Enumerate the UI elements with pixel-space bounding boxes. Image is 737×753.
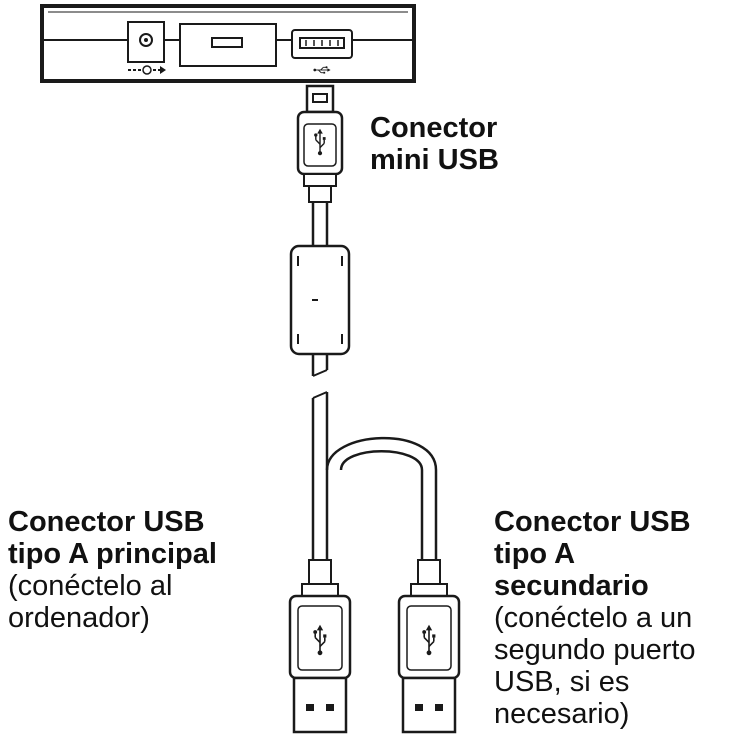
primary-usb-a-label-line2: tipo A principal xyxy=(8,538,217,570)
secondary-usb-a-label: Conector USB tipo A secundario (conéctel… xyxy=(494,506,696,730)
secondary-usb-a-label-line1: Conector USB xyxy=(494,506,691,538)
mini-usb-port xyxy=(291,29,353,59)
primary-usb-a-label: Conector USB tipo A principal (conéctelo… xyxy=(8,506,217,634)
ferrite-core-icon xyxy=(289,244,351,356)
power-input-port xyxy=(127,21,165,63)
cable-upper xyxy=(311,202,329,246)
mini-usb-label-line1: Conector xyxy=(370,112,498,144)
primary-usb-a-label-line1: Conector USB xyxy=(8,506,205,538)
device-slot xyxy=(179,23,277,67)
secondary-usb-a-label-line2: tipo A xyxy=(494,538,576,570)
primary-usb-a-note-line2: ordenador) xyxy=(8,602,150,634)
secondary-usb-a-note-line3: USB, si es xyxy=(494,666,630,698)
secondary-usb-a-note-line1: (conéctelo a un xyxy=(494,602,693,634)
mini-usb-label-line2: mini USB xyxy=(370,144,499,176)
power-input-icon xyxy=(128,65,166,75)
primary-usb-a-note-line1: (conéctelo al xyxy=(8,570,173,602)
secondary-usb-a-note-line2: segundo puerto xyxy=(494,634,696,666)
cable-lower xyxy=(311,354,329,560)
secondary-usb-a-label-line3: secundario xyxy=(494,570,649,602)
mini-usb-label: Conector mini USB xyxy=(370,112,499,176)
cable-branch xyxy=(325,436,438,560)
secondary-usb-a-note-line4: necesario) xyxy=(494,698,630,730)
